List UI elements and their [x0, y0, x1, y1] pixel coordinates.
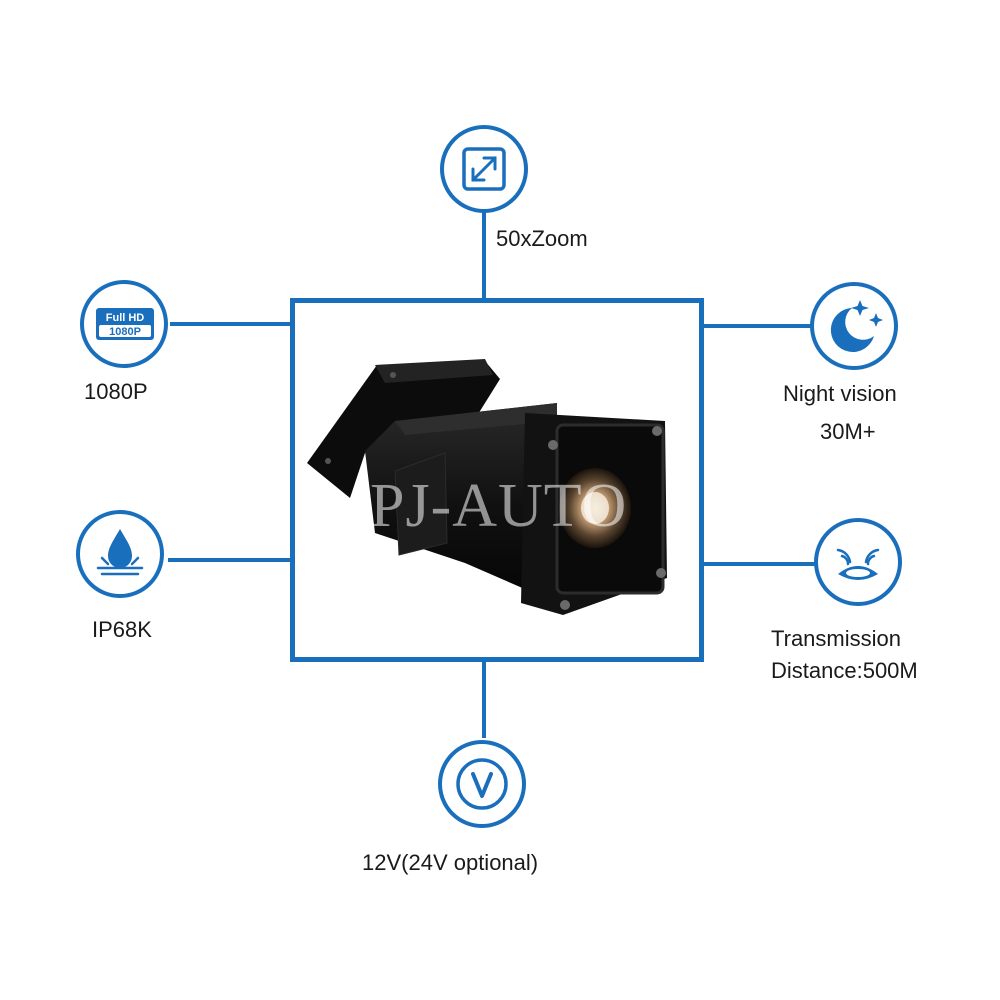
transmission-badge [814, 518, 902, 606]
voltage-badge [438, 740, 526, 828]
night-vision-badge [810, 282, 898, 370]
voltage-v-icon [456, 758, 508, 810]
waterproof-badge [76, 510, 164, 598]
water-drop-icon [96, 529, 144, 576]
night-vision-range: 30M+ [820, 419, 876, 444]
wireless-signal-icon [836, 548, 880, 580]
1080p-icon-text: 1080P [109, 326, 141, 338]
transmission-distance: Distance:500M [771, 658, 918, 683]
full-hd-1080p-icon: Full HD 1080P [96, 308, 154, 340]
resolution-badge: Full HD 1080P [80, 280, 168, 368]
waterproof-label: IP68K [92, 617, 152, 642]
product-frame: PJ-AUTO [290, 298, 704, 662]
watermark: PJ-AUTO [370, 472, 628, 540]
transmission-label: Transmission [771, 626, 901, 651]
camera-image [307, 359, 667, 615]
full-hd-icon-text: Full HD [106, 312, 145, 324]
voltage-label: 12V(24V optional) [362, 850, 539, 875]
expand-arrows-icon [462, 147, 506, 191]
zoom-label: 50xZoom [496, 226, 588, 251]
moon-stars-icon [830, 300, 883, 352]
night-vision-label: Night vision [783, 381, 897, 406]
resolution-label: 1080P [84, 379, 148, 404]
zoom-badge [440, 125, 528, 213]
